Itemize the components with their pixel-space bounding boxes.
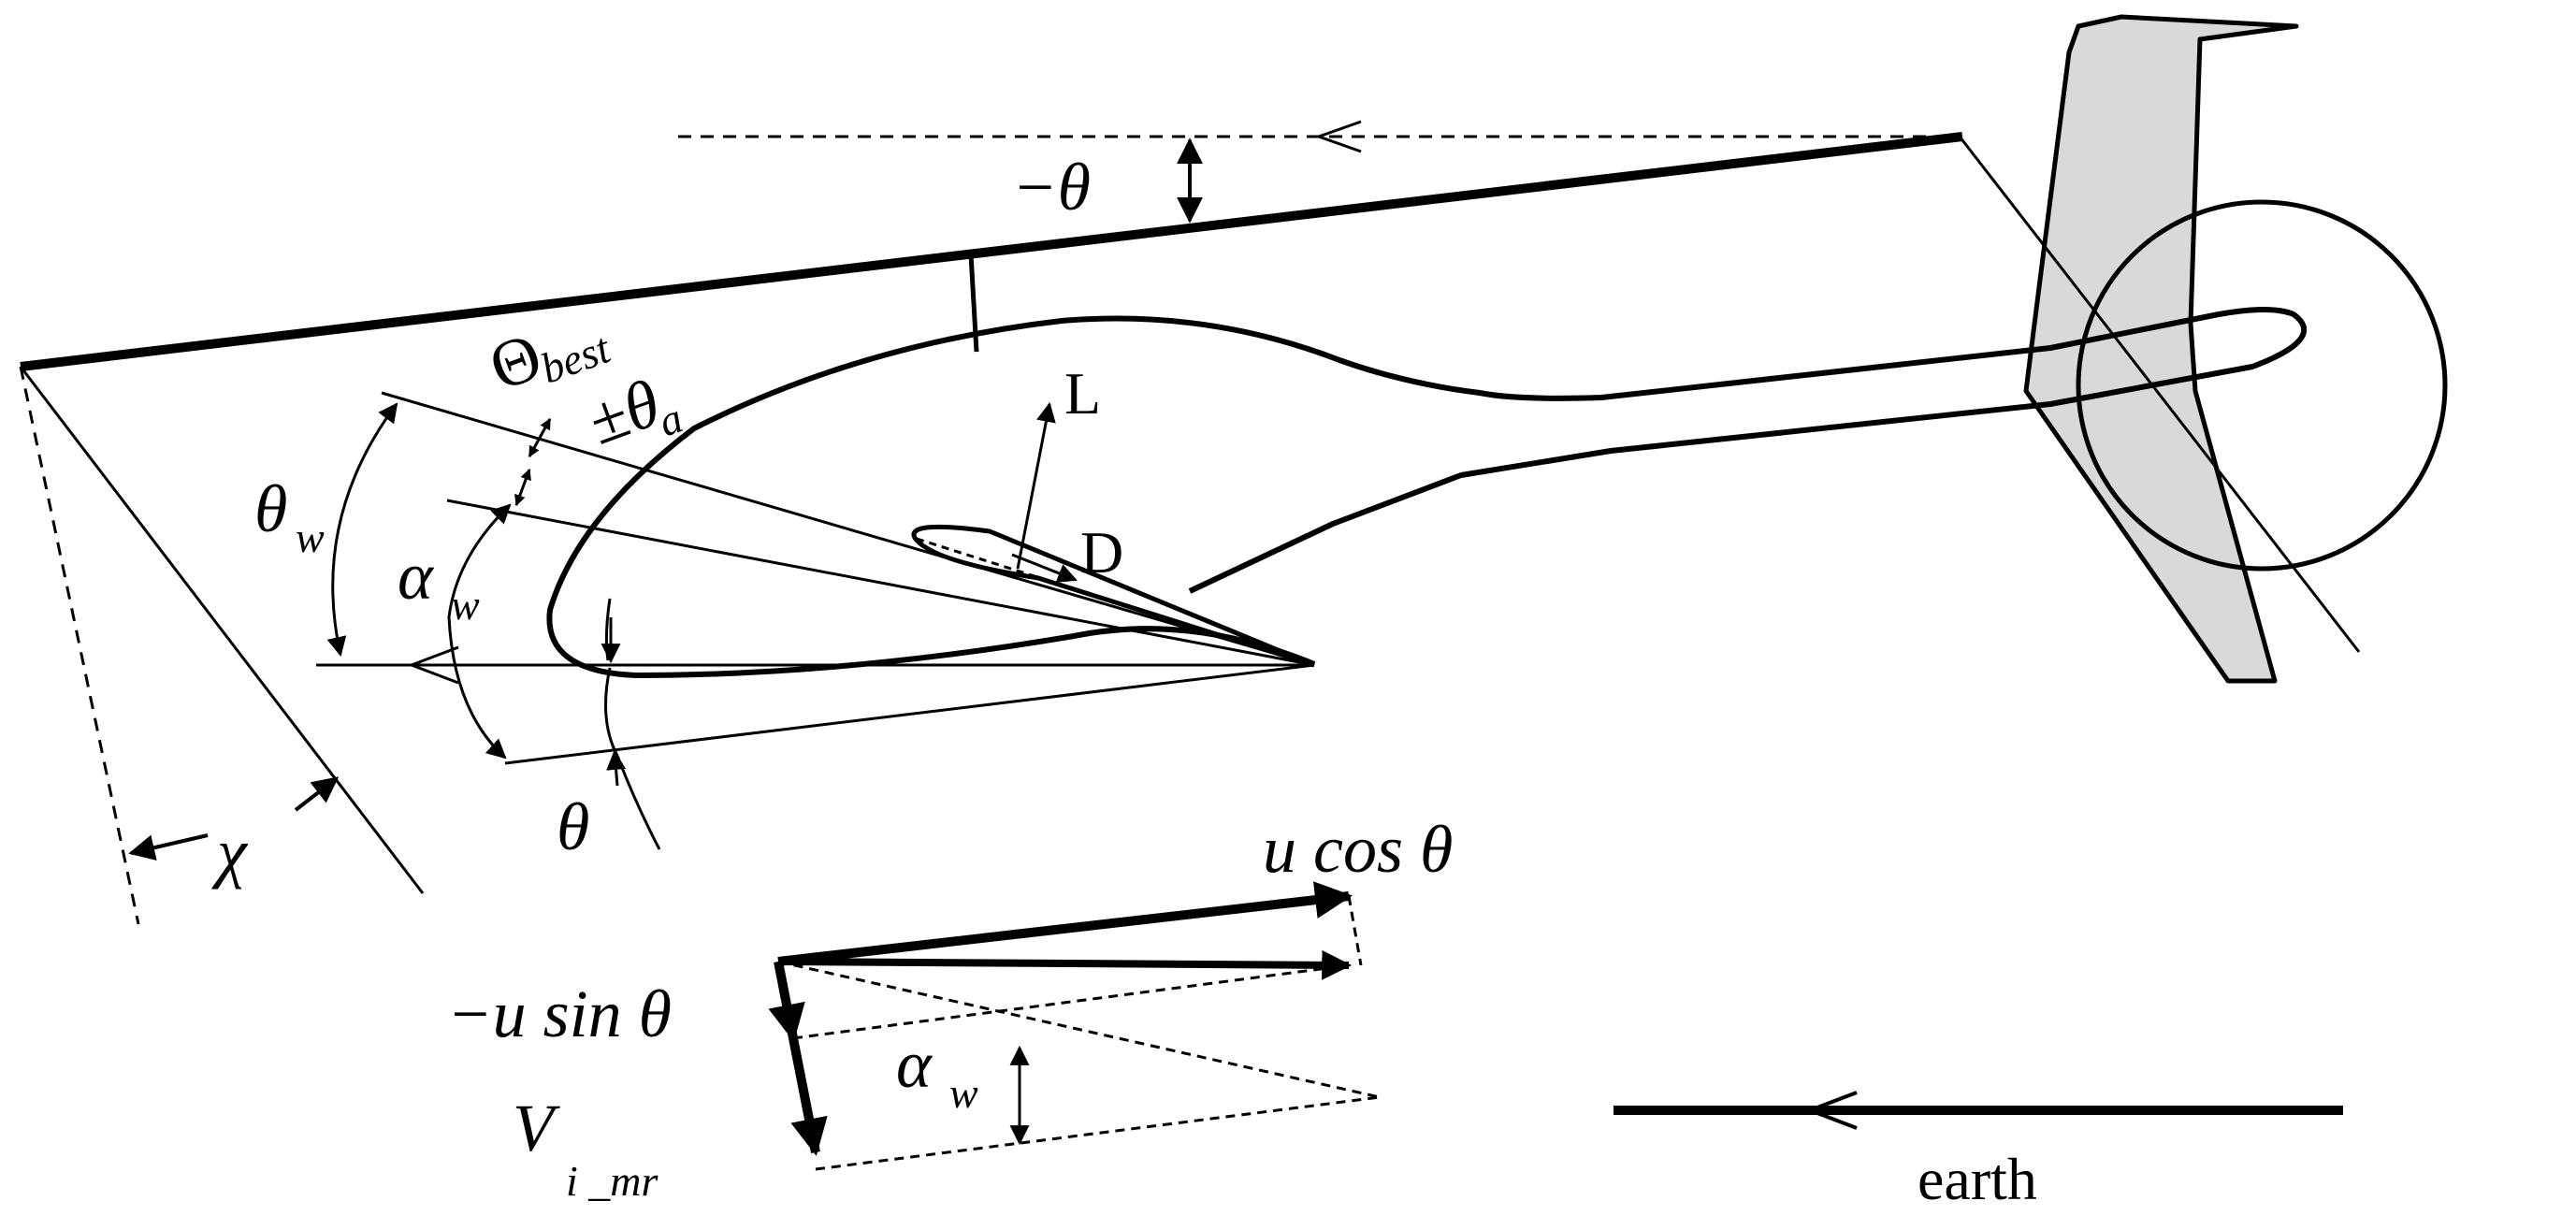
- theta-a-arrow: [514, 468, 531, 507]
- resultant-dashed-2: [792, 963, 1350, 1040]
- lift-label: L: [1064, 360, 1101, 427]
- horizontal-velocity-vector: [777, 949, 1353, 980]
- neg-u-sin-theta-vector: [768, 961, 805, 1042]
- neg-theta-label: −θ: [1012, 150, 1091, 224]
- tail-rotor: [2076, 199, 2448, 572]
- theta-best-arrow: [528, 417, 552, 458]
- wing-airfoil: [911, 524, 1315, 668]
- vi-mr-label-main: V: [513, 1091, 560, 1165]
- theta-w-line: [381, 391, 1315, 667]
- chi-dashed-line: [19, 366, 140, 925]
- airfoil-chord-dashed: [916, 537, 1315, 667]
- alpha-w-label-sub: w: [451, 581, 480, 629]
- theta-w-label-main: θ: [254, 471, 287, 546]
- alpha-w-arc: [447, 503, 512, 760]
- lift-vector: [1016, 401, 1056, 570]
- alpha-w-label-main: α: [398, 539, 434, 614]
- neg-u-sin-theta-label: −u sin θ: [447, 977, 672, 1051]
- alpha-w2-label-main: α: [896, 1027, 933, 1102]
- drag-vector: [1011, 553, 1078, 583]
- body-axis-line: [504, 663, 1315, 765]
- resultant-dashed-1: [777, 960, 1381, 1099]
- theta-label: θ: [557, 789, 589, 864]
- u-cos-theta-vector: [777, 881, 1353, 966]
- resultant-dashed-3: [815, 1095, 1381, 1171]
- tail-reference-line: [1958, 136, 2361, 653]
- theta-w-label-sub: w: [296, 514, 325, 561]
- u-cos-theta-label: u cos θ: [1263, 812, 1453, 887]
- chi-label: χ: [211, 815, 249, 890]
- vi-mr-label-sub: i _mr: [566, 1157, 659, 1205]
- chi-solid-line: [19, 366, 425, 894]
- main-rotor-disk: [20, 132, 1963, 371]
- theta-w-arc: [326, 402, 398, 658]
- chi-arrow-right: [294, 776, 340, 812]
- drag-label: D: [1080, 519, 1123, 586]
- earth-open-arrowhead: [1804, 1091, 1858, 1130]
- tail-fin: [2023, 14, 2299, 684]
- velocity-closing-dashed: [1347, 895, 1363, 966]
- reference-open-arrowhead: [1314, 120, 1362, 153]
- theta-arrow-bottom: [606, 749, 627, 787]
- alpha-w2-label-sub: w: [949, 1069, 978, 1117]
- theta-arc: [604, 598, 661, 850]
- alpha-w-line: [446, 499, 1315, 667]
- earth-label: earth: [1918, 1146, 2037, 1212]
- horizontal-line-arrow: [407, 645, 459, 685]
- chi-arrow-left: [128, 833, 209, 861]
- vi-mr-vector: [789, 1037, 828, 1156]
